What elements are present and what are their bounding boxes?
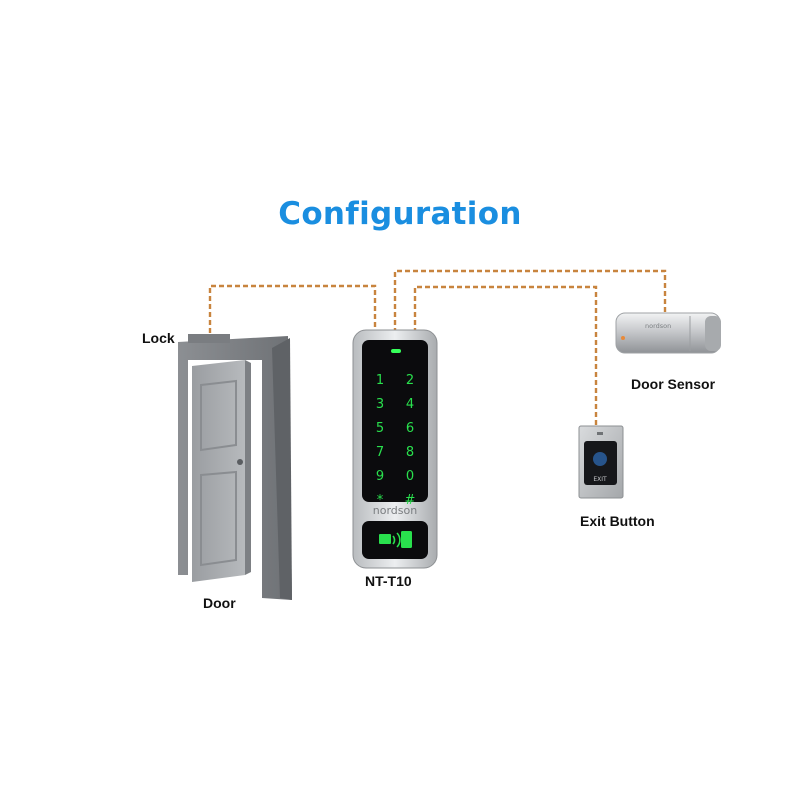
lock-device [188,334,230,343]
lock-wire [208,284,377,333]
door-leaf [192,360,245,582]
door-sensor-label: Door Sensor [631,376,716,392]
sensor-brand: nordson [645,322,671,330]
door-panel [200,379,237,452]
sensor-led [621,336,625,340]
keypad-key: 2 [406,373,414,388]
diagram-title: Configuration [278,196,522,232]
door-illustration [178,334,292,600]
keypad-key: 4 [406,397,414,412]
sensor-cap [705,316,721,351]
keypad-key: 5 [376,421,384,436]
keypad-key: 1 [376,373,384,388]
door-leaf-edge [245,360,251,575]
exit-button-wire [413,285,598,426]
reader-model-label: NT-T10 [365,573,412,589]
keypad-key: 0 [406,469,414,484]
door-label: Door [203,595,236,611]
sensor-wire [393,269,667,333]
reader-brand: nordson [373,504,417,517]
reader-keypad: 1 2 3 4 5 6 7 8 9 0 * # [376,373,416,508]
wiring [208,269,667,426]
lock-label: Lock [142,330,175,346]
exit-button-device: EXIT [578,425,624,499]
exit-sensor-glow [593,452,607,466]
reader-keypad-panel [362,340,428,502]
door-frame [178,336,292,600]
reader-status-led [391,349,401,353]
keypad-key: 7 [376,445,384,460]
door-panel [200,470,237,567]
card-reader-icon [379,531,412,548]
exit-button-caption: EXIT [593,476,607,483]
door-sensor-device: nordson [615,312,721,354]
nt-t10-reader: 1 2 3 4 5 6 7 8 9 0 * # nordson [352,329,438,569]
exit-plate-screw-top [597,432,603,435]
keypad-key: 9 [376,469,384,484]
keypad-key: 8 [406,445,414,460]
exit-button-label: Exit Button [580,513,655,529]
keypad-key: * [377,493,384,508]
keypad-key: # [405,493,416,508]
door-frame-edge [272,338,292,600]
door-handle [237,459,243,465]
keypad-key: 6 [406,421,414,436]
sensor-body [615,312,721,354]
keypad-key: 3 [376,397,384,412]
